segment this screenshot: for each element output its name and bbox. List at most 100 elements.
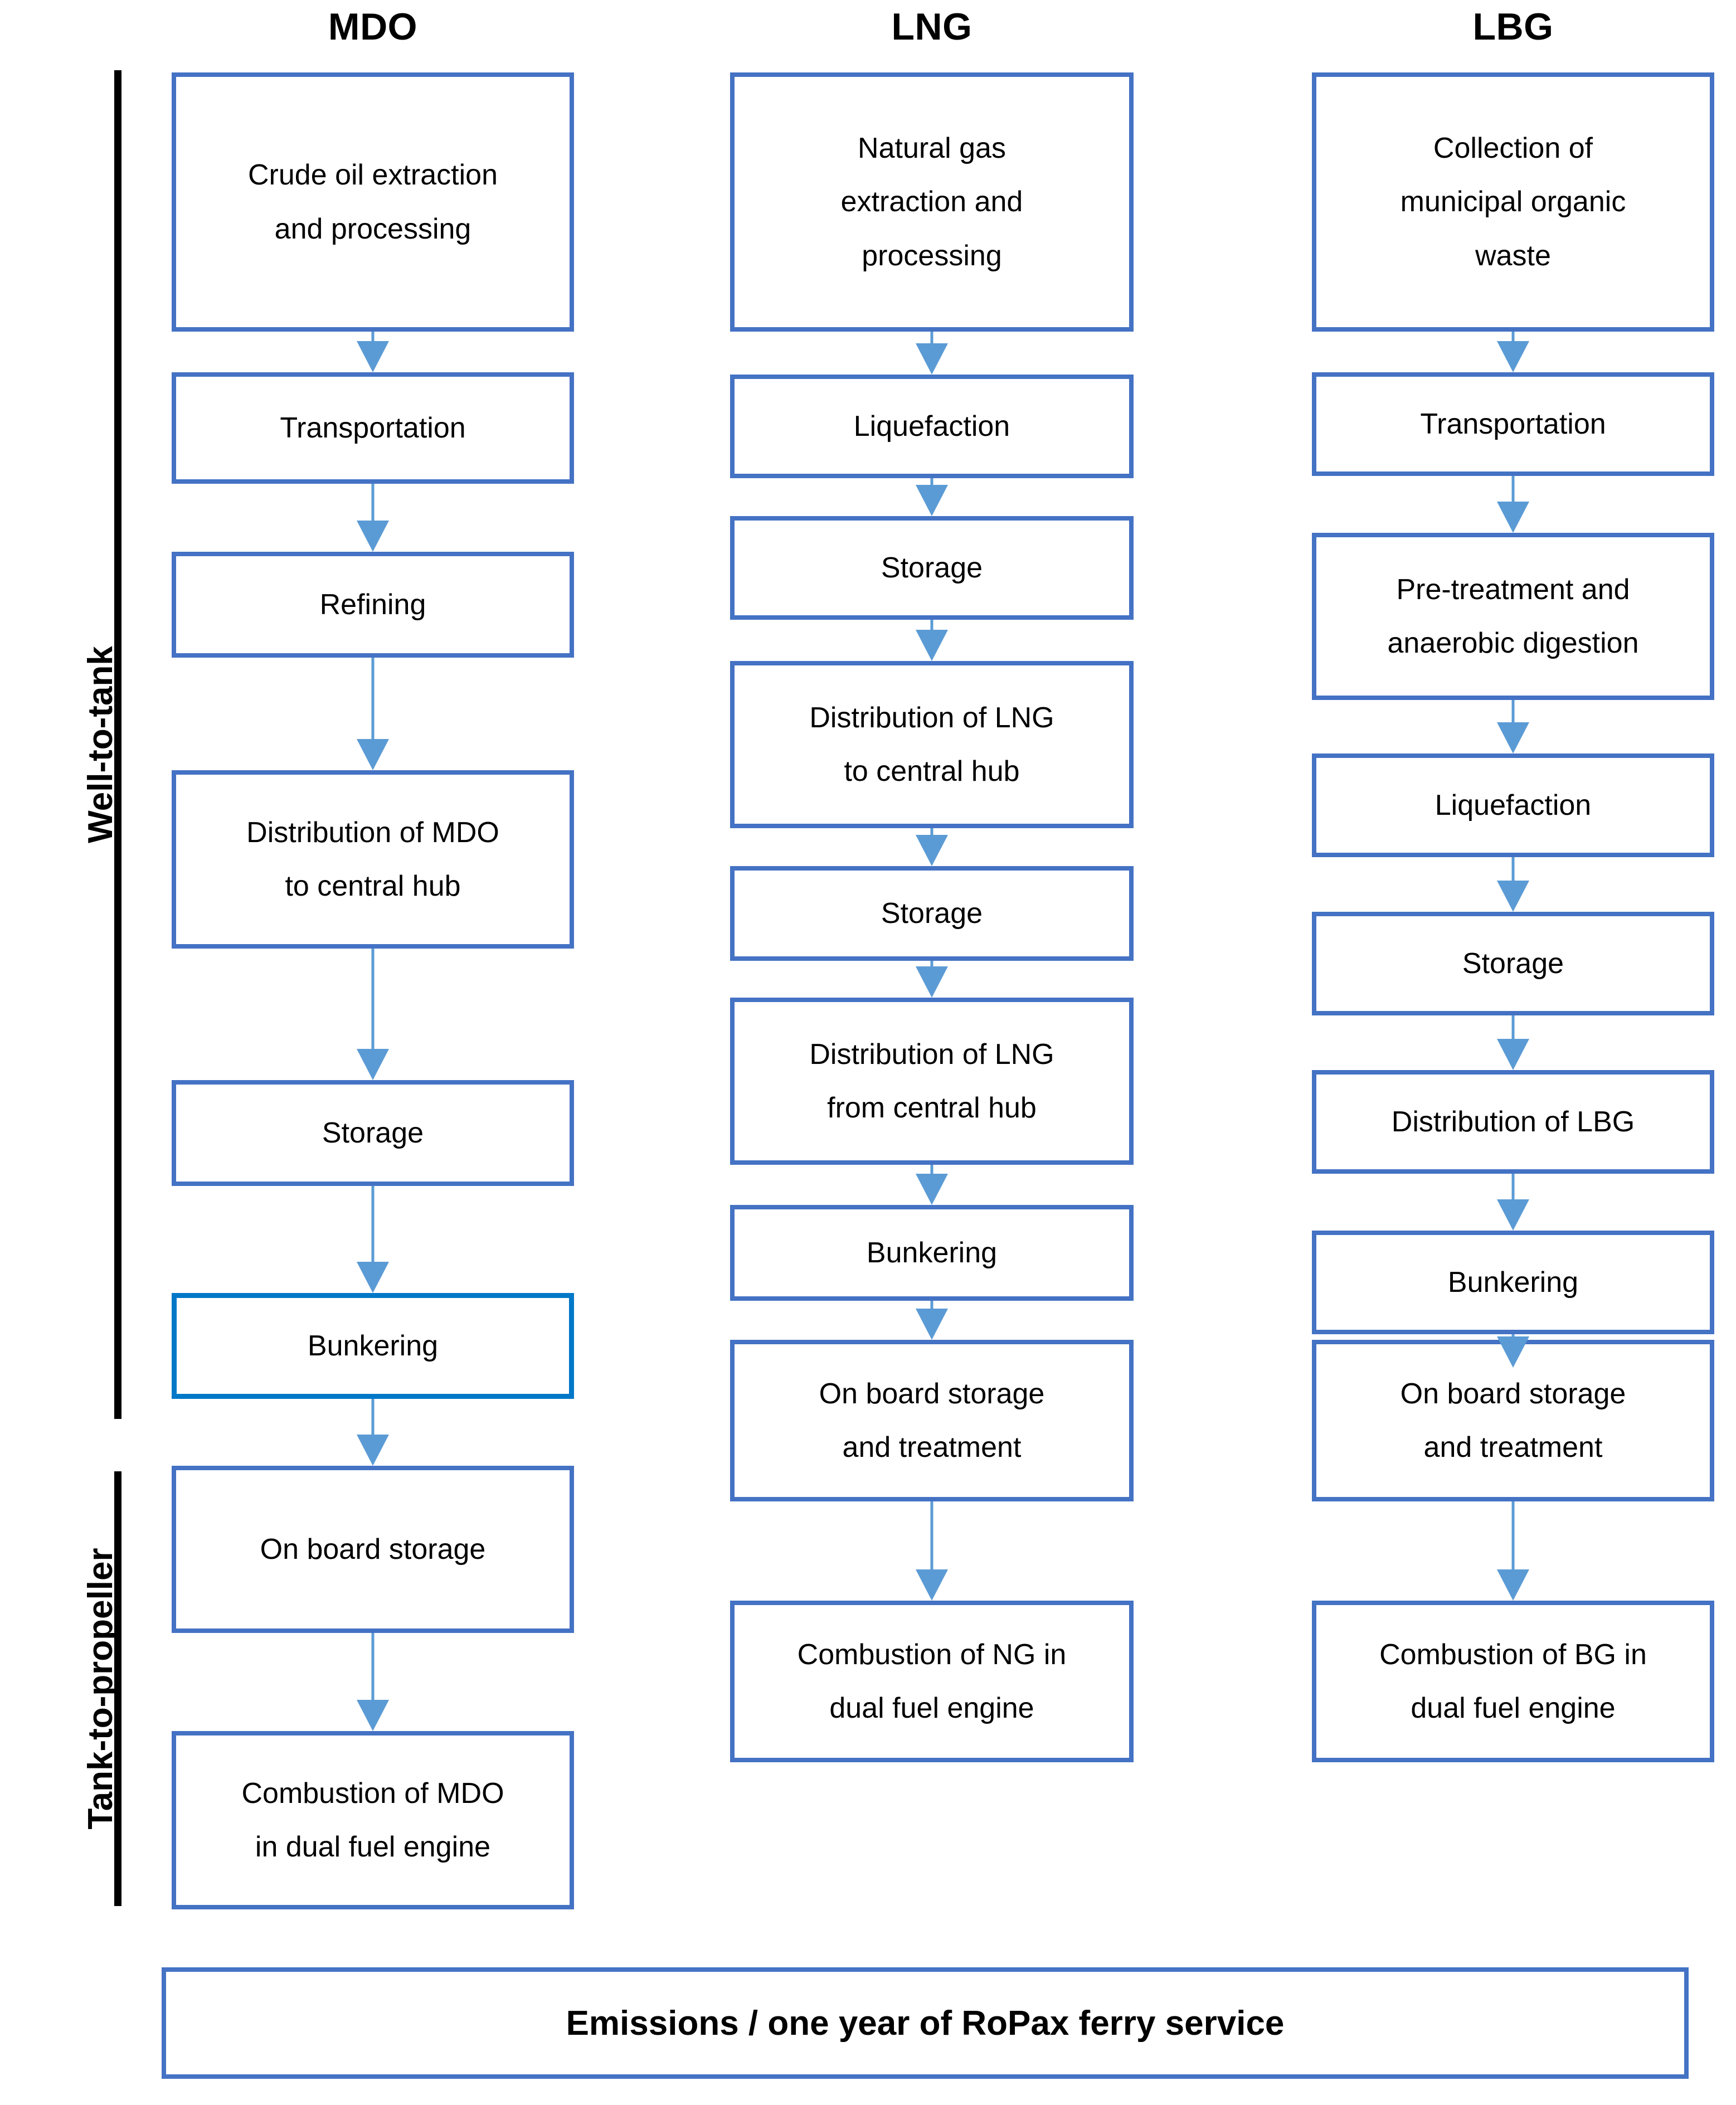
process-box-lng-8: On board storage and treatment bbox=[730, 1340, 1134, 1501]
process-box-mdo-5: Storage bbox=[172, 1080, 574, 1186]
flow-arrow-lng-2-icon bbox=[916, 478, 948, 516]
arrow-stem bbox=[1511, 476, 1515, 503]
process-box-lbg-6: Distribution of LBG bbox=[1312, 1070, 1714, 1174]
flow-arrow-mdo-4-icon bbox=[357, 949, 389, 1080]
arrow-head bbox=[1497, 1569, 1529, 1601]
arrow-head bbox=[357, 1262, 389, 1293]
arrow-stem bbox=[371, 1186, 375, 1263]
process-box-label: Storage bbox=[881, 897, 983, 930]
process-box-label: Combustion of BG in dual fuel engine bbox=[1379, 1638, 1647, 1724]
process-box-mdo-1: Crude oil extraction and processing bbox=[172, 72, 574, 332]
process-box-label: Combustion of NG in dual fuel engine bbox=[797, 1638, 1067, 1724]
flow-arrow-mdo-1-icon bbox=[357, 332, 389, 372]
flow-arrow-lbg-8-icon bbox=[1497, 1501, 1529, 1601]
arrow-stem bbox=[1511, 700, 1515, 723]
arrow-stem bbox=[930, 828, 933, 836]
process-box-lng-3: Storage bbox=[730, 516, 1134, 620]
arrow-head bbox=[916, 485, 948, 516]
emissions-summary-box: Emissions / one year of RoPax ferry serv… bbox=[162, 1967, 1689, 2079]
flow-arrow-lbg-2-icon bbox=[1497, 476, 1529, 533]
process-box-lbg-1: Collection of municipal organic waste bbox=[1312, 72, 1714, 332]
stage-bracket-tank-to-propeller bbox=[114, 1471, 121, 1906]
process-box-mdo-3: Refining bbox=[172, 552, 574, 658]
flow-arrow-lng-6-icon bbox=[916, 1165, 948, 1205]
arrow-head bbox=[357, 1049, 389, 1080]
arrow-head bbox=[916, 1174, 948, 1205]
arrow-head bbox=[916, 630, 948, 661]
arrow-head bbox=[1497, 341, 1529, 372]
process-box-label: Natural gas extraction and processing bbox=[840, 132, 1023, 272]
arrow-stem bbox=[371, 484, 375, 522]
arrow-head bbox=[1497, 1039, 1529, 1070]
arrow-stem bbox=[930, 961, 933, 968]
arrow-stem bbox=[930, 1301, 933, 1310]
process-box-lng-2: Liquefaction bbox=[730, 375, 1134, 478]
flow-arrow-lng-4-icon bbox=[916, 828, 948, 866]
arrow-head bbox=[916, 1309, 948, 1340]
flow-arrow-mdo-2-icon bbox=[357, 484, 389, 552]
process-box-lbg-2: Transportation bbox=[1312, 372, 1714, 476]
process-box-mdo-6: Bunkering bbox=[172, 1293, 574, 1399]
column-header-lng: LNG bbox=[891, 6, 972, 48]
arrow-stem bbox=[371, 1399, 375, 1436]
column-header-lbg: LBG bbox=[1472, 6, 1554, 48]
flow-arrow-lng-7-icon bbox=[916, 1301, 948, 1340]
process-box-lbg-5: Storage bbox=[1312, 912, 1714, 1015]
flow-arrow-lbg-4-icon bbox=[1497, 857, 1529, 912]
stage-label-well-to-tank: Well-to-tank bbox=[81, 646, 120, 843]
arrow-head bbox=[1497, 1336, 1529, 1368]
arrow-stem bbox=[1511, 1015, 1515, 1040]
flow-arrow-lbg-6-icon bbox=[1497, 1174, 1529, 1231]
flow-arrow-lbg-7-icon bbox=[1497, 1334, 1529, 1368]
arrow-head bbox=[357, 739, 389, 770]
flow-arrow-lng-5-icon bbox=[916, 961, 948, 998]
process-box-label: Storage bbox=[1462, 947, 1564, 980]
arrow-head bbox=[1497, 1199, 1529, 1231]
flow-arrow-mdo-5-icon bbox=[357, 1186, 389, 1293]
process-box-label: Distribution of MDO to central hub bbox=[246, 816, 499, 902]
process-box-label: Transportation bbox=[1420, 407, 1606, 440]
arrow-stem bbox=[1511, 857, 1515, 882]
process-box-label: On board storage bbox=[260, 1533, 486, 1566]
flow-arrow-lbg-1-icon bbox=[1497, 332, 1529, 372]
arrow-stem bbox=[930, 478, 933, 486]
column-header-mdo: MDO bbox=[328, 6, 418, 48]
arrow-stem bbox=[371, 949, 375, 1050]
process-box-mdo-7: On board storage bbox=[172, 1466, 574, 1633]
arrow-head bbox=[916, 835, 948, 866]
process-box-label: Pre-treatment and anaerobic digestion bbox=[1387, 573, 1639, 659]
process-box-label: Refining bbox=[319, 588, 426, 621]
arrow-head bbox=[1497, 502, 1529, 533]
process-box-label: Distribution of LNG from central hub bbox=[809, 1038, 1054, 1124]
process-box-label: Bunkering bbox=[866, 1236, 998, 1269]
arrow-head bbox=[1497, 722, 1529, 753]
flow-arrow-mdo-6-icon bbox=[357, 1399, 389, 1466]
stage-label-tank-to-propeller: Tank-to-propeller bbox=[81, 1548, 120, 1830]
arrow-stem bbox=[1511, 1174, 1515, 1200]
process-box-label: On board storage and treatment bbox=[819, 1377, 1045, 1464]
arrow-stem bbox=[930, 620, 933, 631]
arrow-stem bbox=[1511, 1334, 1515, 1338]
flow-arrow-mdo-7-icon bbox=[357, 1633, 389, 1731]
arrow-head bbox=[916, 966, 948, 998]
arrow-head bbox=[357, 341, 389, 372]
process-box-label: Crude oil extraction and processing bbox=[248, 159, 498, 245]
flow-arrow-lng-1-icon bbox=[916, 332, 948, 375]
process-box-lbg-4: Liquefaction bbox=[1312, 753, 1714, 857]
arrow-stem bbox=[1511, 332, 1515, 342]
process-box-lng-4: Distribution of LNG to central hub bbox=[730, 661, 1134, 828]
process-box-label: Distribution of LBG bbox=[1391, 1105, 1635, 1138]
arrow-stem bbox=[371, 1633, 375, 1701]
process-box-lng-7: Bunkering bbox=[730, 1205, 1134, 1301]
flow-arrow-lng-3-icon bbox=[916, 620, 948, 661]
arrow-stem bbox=[930, 1165, 933, 1175]
arrow-head bbox=[916, 343, 948, 375]
process-box-label: Bunkering bbox=[1447, 1266, 1579, 1299]
process-box-lng-1: Natural gas extraction and processing bbox=[730, 72, 1134, 332]
arrow-stem bbox=[930, 332, 933, 344]
arrow-stem bbox=[930, 1501, 933, 1571]
arrow-stem bbox=[1511, 1501, 1515, 1571]
process-box-mdo-8: Combustion of MDO in dual fuel engine bbox=[172, 1731, 574, 1909]
process-box-label: On board storage and treatment bbox=[1400, 1377, 1626, 1464]
